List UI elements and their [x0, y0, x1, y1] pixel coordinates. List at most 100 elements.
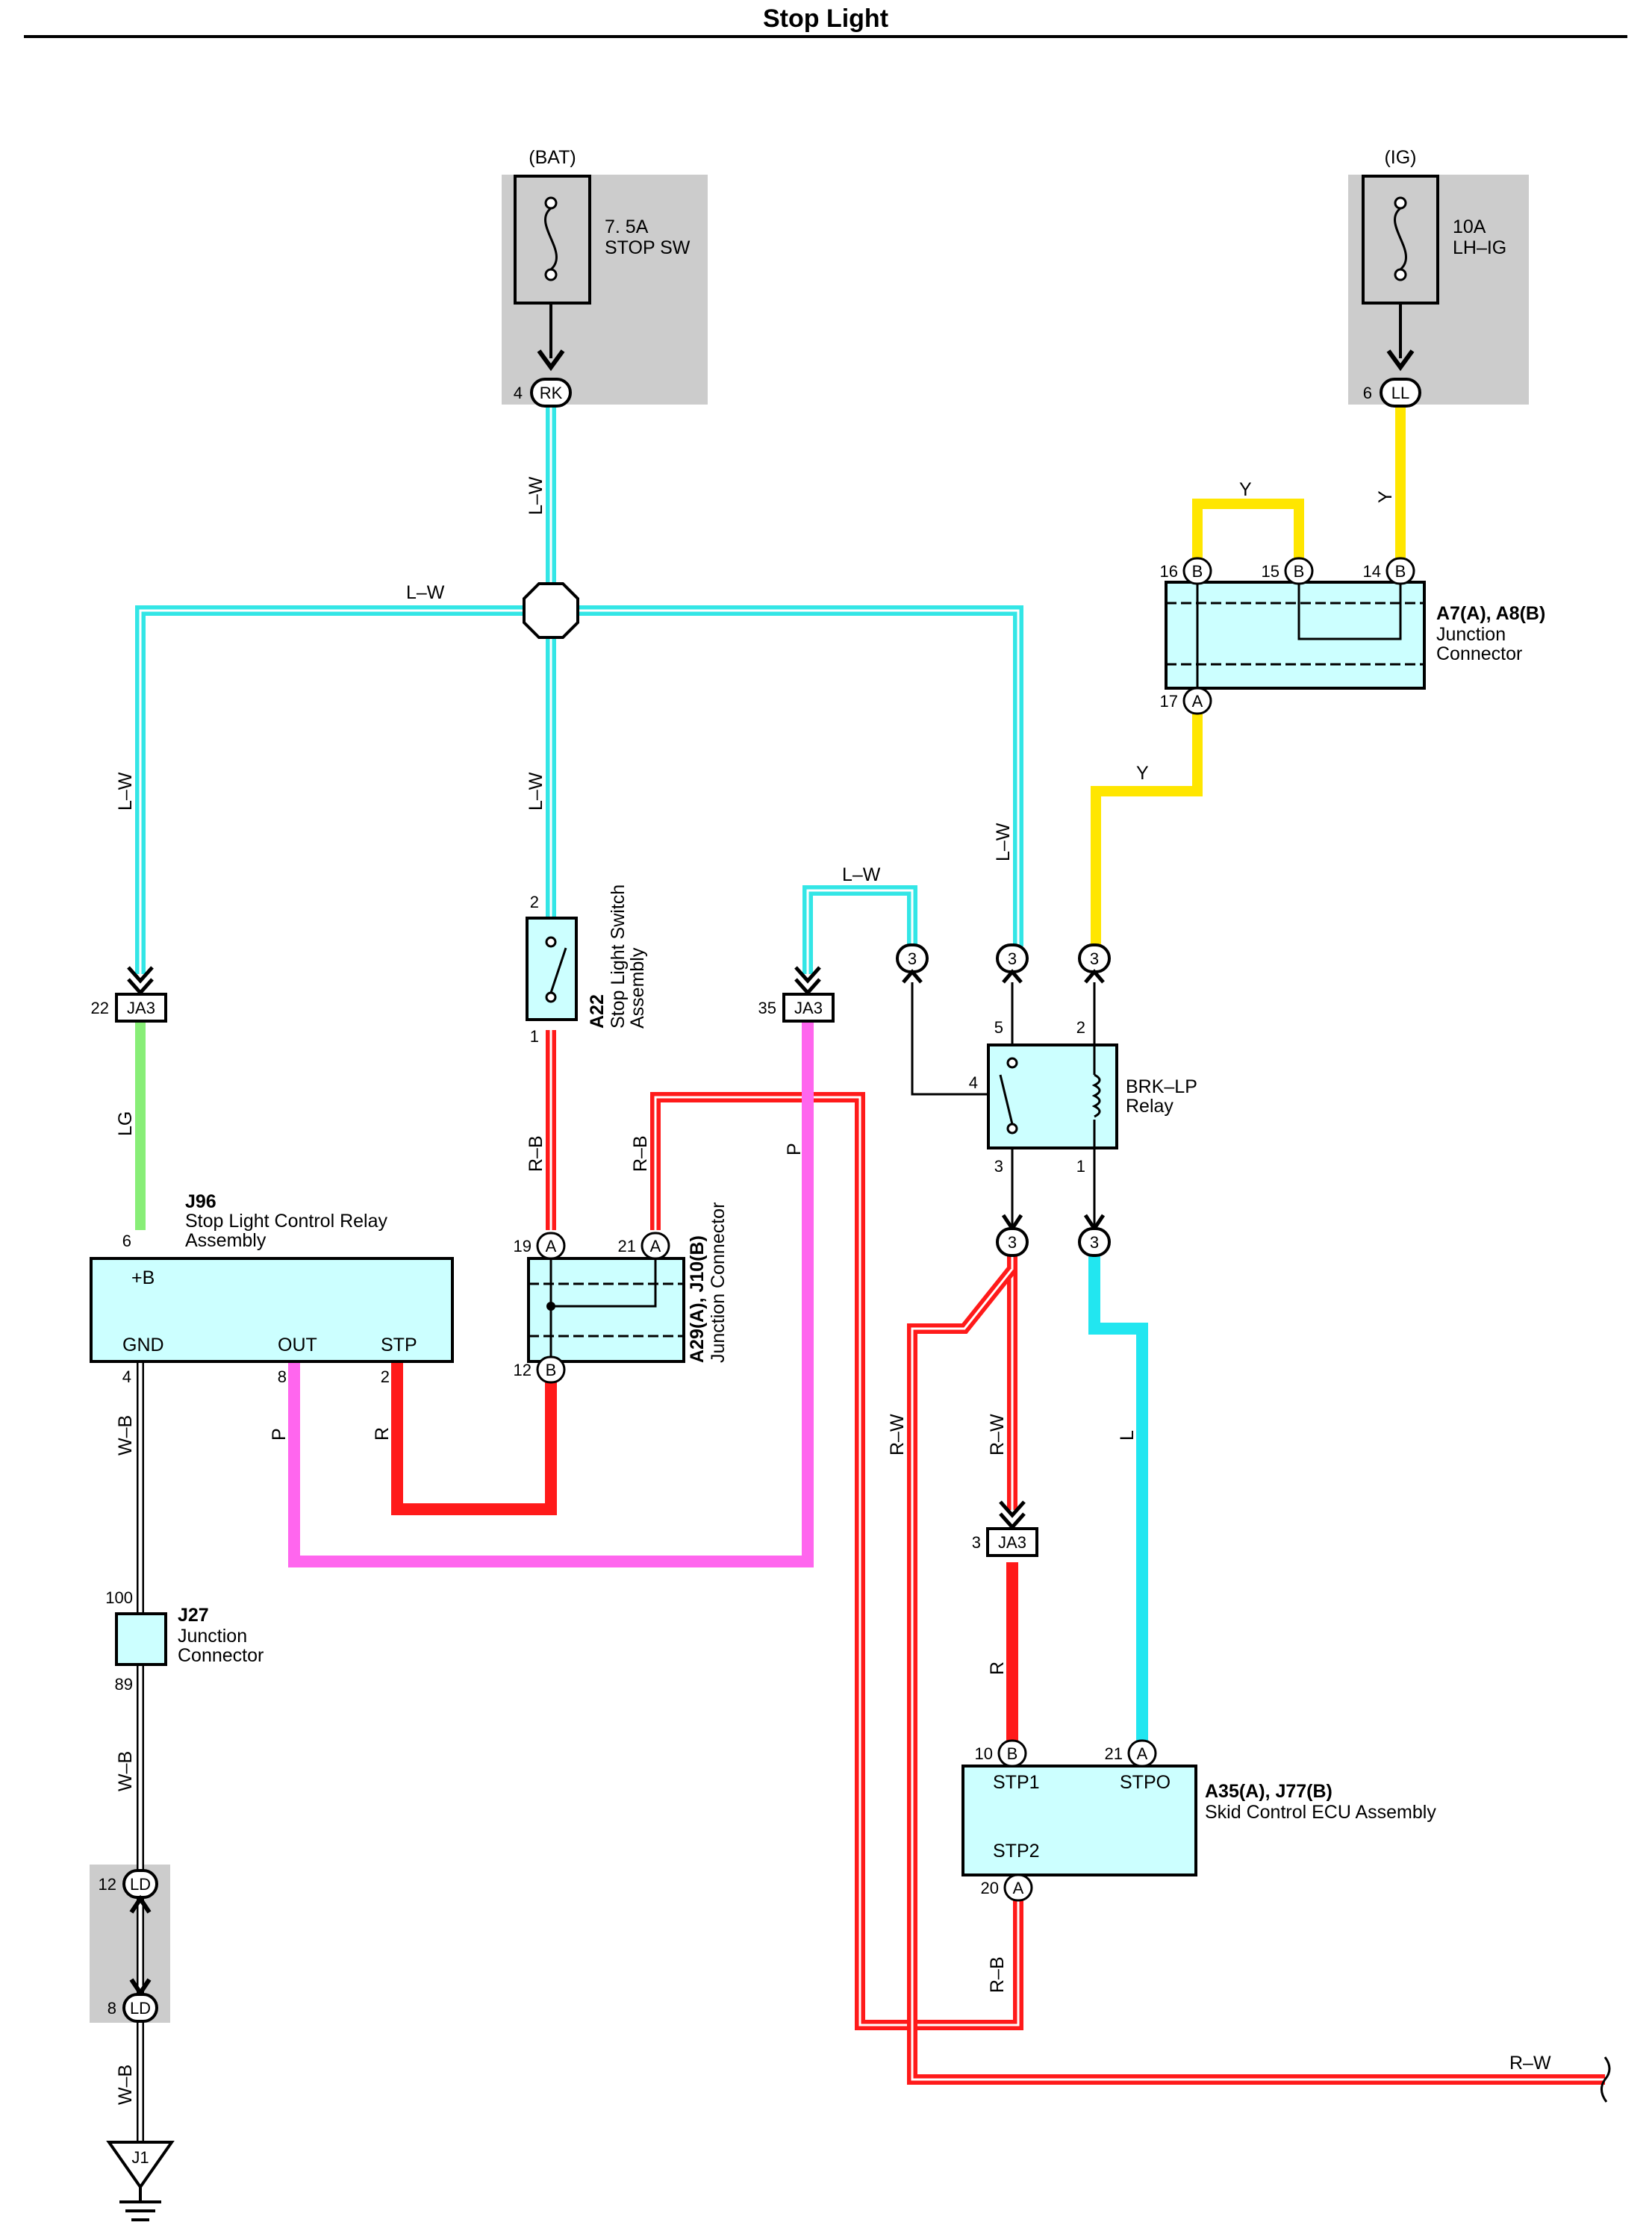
- fuse-ig-name: LH–IG: [1453, 237, 1506, 258]
- junction-connector-a29: A 19 A 21 B 12 A29(A), J10(B) Junction C…: [514, 1202, 729, 1384]
- relay-pin-1: 1: [1076, 1157, 1085, 1176]
- label-lw-5: L–W: [842, 864, 881, 885]
- svg-text:A: A: [1137, 1744, 1148, 1763]
- label-lw-6: L–W: [993, 823, 1014, 861]
- j96-pin-stp: 2: [381, 1367, 390, 1386]
- svg-text:B: B: [1007, 1744, 1018, 1763]
- svg-text:12: 12: [514, 1361, 532, 1379]
- svg-text:3: 3: [908, 949, 917, 968]
- a29-pin-12: B 12: [514, 1355, 566, 1384]
- relay-pin-4: 4: [969, 1073, 978, 1092]
- wire-y-relay: [1091, 702, 1203, 946]
- relay-pin-2: 2: [1076, 1018, 1085, 1037]
- relay-pin-3: 3: [994, 1157, 1003, 1176]
- label-lw-2: L–W: [406, 582, 445, 603]
- svg-text:10: 10: [975, 1744, 993, 1763]
- wire-lw-ja3-35: [802, 885, 917, 974]
- svg-text:RK: RK: [540, 384, 563, 402]
- relay-conn-b: 3: [996, 943, 1029, 984]
- j27-pin-100: 100: [105, 1588, 133, 1607]
- j96-pin-gnd: 4: [122, 1367, 131, 1386]
- svg-text:LD: LD: [130, 1875, 151, 1894]
- ja3-pin-3: JA3 3: [972, 1500, 1038, 1557]
- label-rw-3: R–W: [1509, 2053, 1551, 2074]
- svg-text:3: 3: [1008, 949, 1017, 968]
- a29-id: A29(A), J10(B): [687, 1235, 708, 1363]
- ja3-pin-22: JA3 22: [91, 966, 167, 1023]
- a7-pin-17: A 17: [1160, 687, 1212, 715]
- j27-pin-89: 89: [115, 1675, 133, 1694]
- label-wb-2: W–B: [115, 1751, 136, 1791]
- wire-p: [288, 1023, 814, 1567]
- label-wb-3: W–B: [115, 2065, 136, 2105]
- svg-text:J1: J1: [131, 2148, 149, 2167]
- j96-terminal-gnd: GND: [122, 1335, 164, 1355]
- relay-name-2: Relay: [1126, 1096, 1173, 1117]
- svg-text:22: 22: [91, 999, 109, 1017]
- svg-text:LL: LL: [1391, 384, 1409, 402]
- ecu-terminal-stp1: STP1: [993, 1772, 1040, 1793]
- wire-lw-left: [135, 605, 551, 974]
- ecu-terminal-stpo: STPO: [1120, 1772, 1171, 1793]
- junction-connector-a7: B 16 B 15 B 14 A 17 A7(A), A8(B) Junctio…: [1160, 557, 1545, 715]
- label-y-3: Y: [1136, 763, 1149, 784]
- j96-id: J96: [185, 1191, 216, 1212]
- label-rw-2: R–W: [987, 1414, 1008, 1456]
- fuse-bat-rating: 7. 5A: [605, 216, 649, 237]
- svg-text:14: 14: [1363, 562, 1381, 581]
- svg-text:4: 4: [514, 384, 523, 402]
- label-p-2: P: [269, 1428, 290, 1441]
- j96-terminal-out: OUT: [278, 1335, 317, 1355]
- svg-text:3: 3: [972, 1533, 981, 1552]
- a22-name-2: Assembly: [627, 947, 648, 1029]
- fuse-bat-panel: [502, 175, 708, 405]
- svg-text:20: 20: [981, 1879, 999, 1897]
- wire-r-stp: [391, 1357, 557, 1515]
- svg-text:16: 16: [1160, 562, 1178, 581]
- svg-text:A: A: [546, 1237, 557, 1255]
- stop-light-control-relay-j96: J96 Stop Light Control Relay Assembly +B…: [90, 1191, 454, 1386]
- a7-name-2: Connector: [1436, 643, 1522, 664]
- ecu-terminal-stp2: STP2: [993, 1841, 1040, 1862]
- ecu-name: Skid Control ECU Assembly: [1205, 1802, 1436, 1823]
- relay-conn-c: 3: [1078, 943, 1111, 984]
- svg-text:21: 21: [618, 1237, 636, 1255]
- relay-conn-d: 3: [996, 1214, 1029, 1257]
- a22-pin-1: 1: [530, 1027, 539, 1046]
- splice-point: [523, 582, 579, 639]
- label-lw-4: L–W: [526, 772, 546, 811]
- ecu-pin-stpo: A 21: [1105, 1739, 1157, 1768]
- label-lg: LG: [115, 1111, 136, 1136]
- ecu-pin-stp2: A 20: [981, 1873, 1033, 1902]
- a7-pin-15: B 15: [1262, 557, 1314, 585]
- ld-connector: LD 12 LD 8: [99, 1869, 158, 2023]
- j27-name-1: Junction: [178, 1626, 247, 1647]
- fuse-bat-source: (BAT): [529, 147, 576, 168]
- fuse-stop-sw: (BAT) 7. 5A STOP SW: [514, 147, 691, 372]
- svg-text:19: 19: [514, 1237, 532, 1255]
- a22-name-1: Stop Light Switch: [608, 884, 629, 1029]
- svg-text:B: B: [1395, 562, 1406, 581]
- svg-text:A: A: [1192, 692, 1203, 711]
- label-l: L: [1117, 1430, 1138, 1441]
- brk-lp-relay: 3 3 3 5 2 4 3 1 BRK–LP Relay: [896, 943, 1197, 1257]
- a7-id: A7(A), A8(B): [1436, 603, 1545, 624]
- ja3-pin-35: JA3 35: [758, 966, 835, 1023]
- pin-ll: LL 6: [1363, 378, 1421, 408]
- label-lw-3: L–W: [115, 772, 136, 811]
- ground-j1: J1: [106, 2141, 175, 2221]
- wire-rw-branch: [907, 1265, 1605, 2085]
- label-rw-1: R–W: [887, 1414, 908, 1456]
- svg-text:JA3: JA3: [127, 999, 155, 1017]
- svg-text:JA3: JA3: [998, 1533, 1026, 1552]
- pin-rk: RK 4: [514, 378, 572, 408]
- wire-l: [1088, 1252, 1148, 1750]
- a29-pin-21: A 21: [618, 1232, 670, 1260]
- j96-terminal-stp: STP: [381, 1335, 417, 1355]
- a7-pin-16: B 16: [1160, 557, 1212, 585]
- ecu-id: A35(A), J77(B): [1205, 1781, 1332, 1802]
- svg-text:3: 3: [1008, 1233, 1017, 1252]
- svg-text:B: B: [546, 1361, 557, 1379]
- svg-text:B: B: [1192, 562, 1203, 581]
